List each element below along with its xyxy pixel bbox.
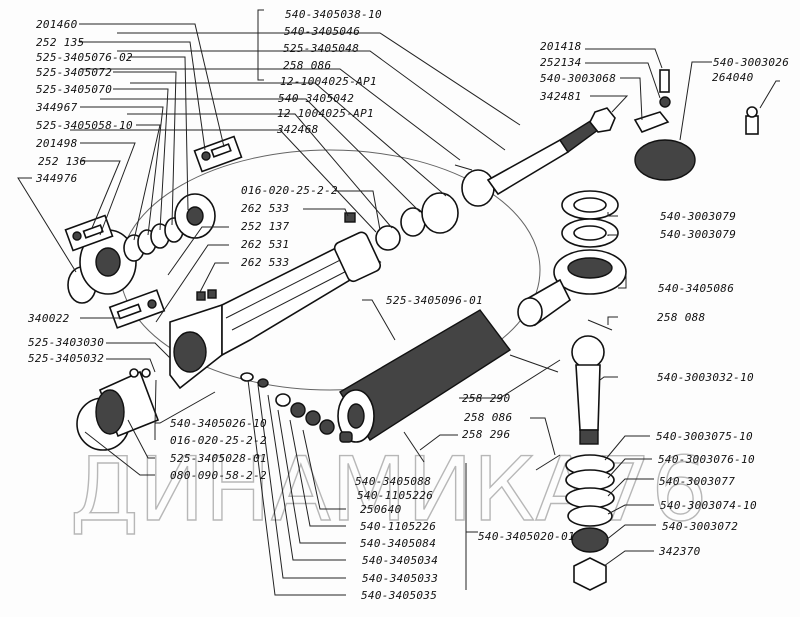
- label-540-3003032-10: 540-3003032-10: [657, 371, 754, 384]
- parts: [64, 69, 759, 591]
- bearing-540-3003072: [571, 527, 609, 553]
- sleeve-bore: [95, 389, 125, 435]
- label-258088: 258 088: [657, 311, 706, 324]
- ball-cap: [634, 139, 696, 181]
- pin-258290: [509, 354, 559, 373]
- label-264040: 264040: [712, 71, 754, 84]
- label-258086-bottom: 258 086: [464, 411, 513, 424]
- label-540-3405088: 540-3405088: [355, 475, 431, 488]
- label-12-1004025-ap1-b: 12-1004025-АР1: [277, 107, 374, 120]
- label-540-3405033: 540-3405033: [362, 572, 438, 585]
- ball-pin-shank: [575, 364, 601, 431]
- tie-rod-end: [403, 69, 759, 591]
- label-258296: 258 296: [462, 428, 511, 441]
- protective-boot: [337, 309, 512, 443]
- part-labels: 201460 252 135 525-3405076-02 525-340507…: [27, 8, 789, 602]
- label-262533-lower: 262 533: [241, 256, 289, 269]
- label-525-3405072: 525-3405072: [36, 66, 112, 79]
- grease-fitting: [745, 115, 759, 135]
- small-seal-b: [141, 368, 151, 378]
- label-252137: 252 137: [241, 220, 290, 233]
- label-201418: 201418: [540, 40, 582, 53]
- label-540-3405038-10: 540-3405038-10: [285, 8, 382, 21]
- label-12-1004025-ap1-a: 12-1004025-АР1: [280, 75, 377, 88]
- label-525-3405070: 525-3405070: [36, 83, 112, 96]
- label-525-3405048: 525-3405048: [283, 42, 359, 55]
- plug-262533-top: [344, 212, 356, 223]
- label-540-1105226-a: 540-1105226: [357, 489, 433, 502]
- cotter-pin-258086: [535, 454, 561, 471]
- label-016-020-25-2-2-top: 016-020-25-2-2: [241, 184, 338, 197]
- plug-262533-a: [196, 291, 206, 301]
- ball-pin-head: [571, 335, 605, 369]
- label-540-3003079-b: 540-3003079: [660, 228, 736, 241]
- label-540-3405086: 540-3405086: [658, 282, 734, 295]
- bolt-201418: [659, 69, 670, 93]
- leader-lines: [17, 9, 780, 596]
- label-252134: 252134: [540, 56, 582, 69]
- label-201498: 201498: [36, 137, 78, 150]
- label-080-090-58-2-2: 080-090-58-2-2: [170, 469, 267, 482]
- small-parts-chain: [240, 372, 353, 443]
- cotter-pin-258296: [403, 431, 425, 463]
- bolt-set-top: [193, 135, 243, 173]
- rear-cover-bore: [95, 247, 121, 277]
- label-262533-top: 262 533: [241, 202, 289, 215]
- small-seal-a: [129, 368, 139, 378]
- label-540-3405084: 540-3405084: [360, 537, 436, 550]
- label-525-3403030: 525-3403030: [28, 336, 104, 349]
- label-258290: 258 290: [462, 392, 511, 405]
- cotter-pin-258088: [587, 319, 613, 331]
- label-525-3405076-02: 525-3405076-02: [36, 51, 133, 64]
- label-342481: 342481: [539, 90, 582, 103]
- label-344976: 344976: [35, 172, 78, 185]
- label-540-1105226-b: 540-1105226: [360, 520, 436, 533]
- label-540-3405034: 540-3405034: [362, 554, 438, 567]
- label-540-3405046: 540-3405046: [284, 25, 360, 38]
- washer-252134: [659, 96, 671, 108]
- cylinder-housing: [169, 231, 382, 390]
- label-540-3003079-a: 540-3003079: [660, 210, 736, 223]
- bolt-set-lower: [108, 289, 166, 329]
- piston-rod-assembly: [375, 107, 616, 251]
- label-252135: 252 135: [36, 36, 84, 49]
- label-540-3003076-10: 540-3003076-10: [658, 453, 755, 466]
- label-258086-top: 258 086: [283, 59, 332, 72]
- label-540-3003068: 540-3003068: [540, 72, 616, 85]
- label-344967: 344967: [35, 101, 78, 114]
- bolt-set-left: [64, 214, 114, 252]
- label-525-3405058-10: 525-3405058-10: [36, 119, 133, 132]
- label-540-3003074-10: 540-3003074-10: [660, 499, 757, 512]
- label-342370: 342370: [658, 545, 701, 558]
- label-340022: 340022: [27, 312, 70, 325]
- spring: [565, 487, 615, 509]
- label-250640: 250640: [360, 503, 402, 516]
- label-540-3003026: 540-3003026: [713, 56, 789, 69]
- lock-plate: [633, 111, 670, 133]
- label-201460: 201460: [36, 18, 78, 31]
- castle-nut-342370: [573, 557, 607, 591]
- label-342468: 342468: [276, 123, 319, 136]
- label-540-3405035: 540-3405035: [361, 589, 437, 602]
- front-cover-bore: [186, 206, 204, 226]
- label-540-3003075-10: 540-3003075-10: [656, 430, 753, 443]
- label-540-3003077: 540-3003077: [659, 475, 735, 488]
- plug-262533-b: [207, 289, 217, 299]
- label-262531: 262 531: [241, 238, 289, 251]
- label-540-3405026-10: 540-3405026-10: [170, 417, 267, 430]
- label-540-3405020-01: 540-3405020-01: [478, 530, 575, 543]
- label-252136: 252 136: [38, 155, 87, 168]
- label-525-3405028-01: 525-3405028-01: [170, 452, 267, 465]
- label-525-3405096-01: 525-3405096-01: [386, 294, 483, 307]
- nut-342481: [589, 107, 616, 133]
- label-525-3405032: 525-3405032: [28, 352, 104, 365]
- label-540-3003072: 540-3003072: [662, 520, 738, 533]
- label-016-020-25-2-2-bottom: 016-020-25-2-2: [170, 434, 267, 447]
- label-540-3405042: 540-3405042: [278, 92, 354, 105]
